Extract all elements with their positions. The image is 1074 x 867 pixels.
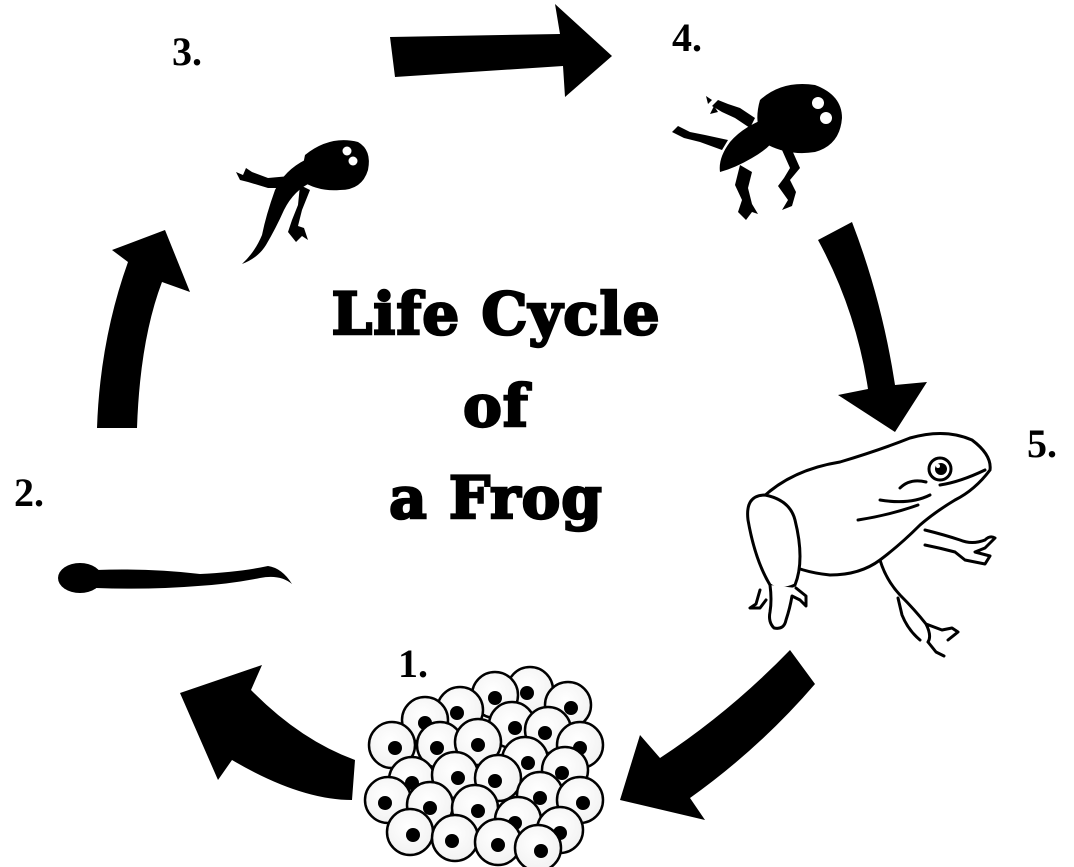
egg-yolk <box>406 828 420 842</box>
arrow-stage2-to-stage3 <box>97 230 190 428</box>
egg-yolk <box>430 741 444 755</box>
egg-yolk <box>508 721 522 735</box>
adult-frog-eye <box>929 458 951 480</box>
egg-yolk <box>564 701 578 715</box>
egg-yolk <box>388 741 402 755</box>
title-line-2: of <box>296 360 696 452</box>
egg-yolk <box>445 834 459 848</box>
egg-yolk <box>423 801 437 815</box>
stage-2-label: 2. <box>14 473 44 513</box>
egg-yolk <box>534 844 548 858</box>
egg-yolk <box>576 796 590 810</box>
arrow-stage4-to-stage5 <box>818 222 927 432</box>
egg-yolk <box>378 796 392 810</box>
egg-yolk <box>488 691 502 705</box>
egg-yolk <box>471 738 485 752</box>
title-line-3: a Frog <box>296 452 696 544</box>
title-line-1: Life Cycle <box>296 268 696 360</box>
stage-5-label: 5. <box>1027 424 1057 464</box>
egg-yolk <box>521 756 535 770</box>
arrow-stage5-to-stage1 <box>620 650 815 820</box>
egg-yolk <box>538 726 552 740</box>
tadpole-with-legs-icon <box>236 140 369 264</box>
froglet-icon <box>672 84 842 220</box>
egg-yolk <box>488 774 502 788</box>
frog-eggs-icon <box>365 667 603 867</box>
stage-1-label: 1. <box>398 644 428 684</box>
egg-yolk <box>520 686 534 700</box>
stage-3-label: 3. <box>172 32 202 72</box>
egg-yolk <box>451 771 465 785</box>
egg-yolk <box>471 804 485 818</box>
egg-yolk <box>491 838 505 852</box>
arrow-stage3-to-stage4 <box>390 4 612 97</box>
adult-frog-icon <box>748 433 995 656</box>
arrow-stage1-to-stage2 <box>180 665 355 800</box>
stage-4-label: 4. <box>672 18 702 58</box>
diagram-title: Life Cycle of a Frog <box>296 268 696 544</box>
egg-yolk <box>450 706 464 720</box>
tadpole-icon <box>58 563 292 593</box>
